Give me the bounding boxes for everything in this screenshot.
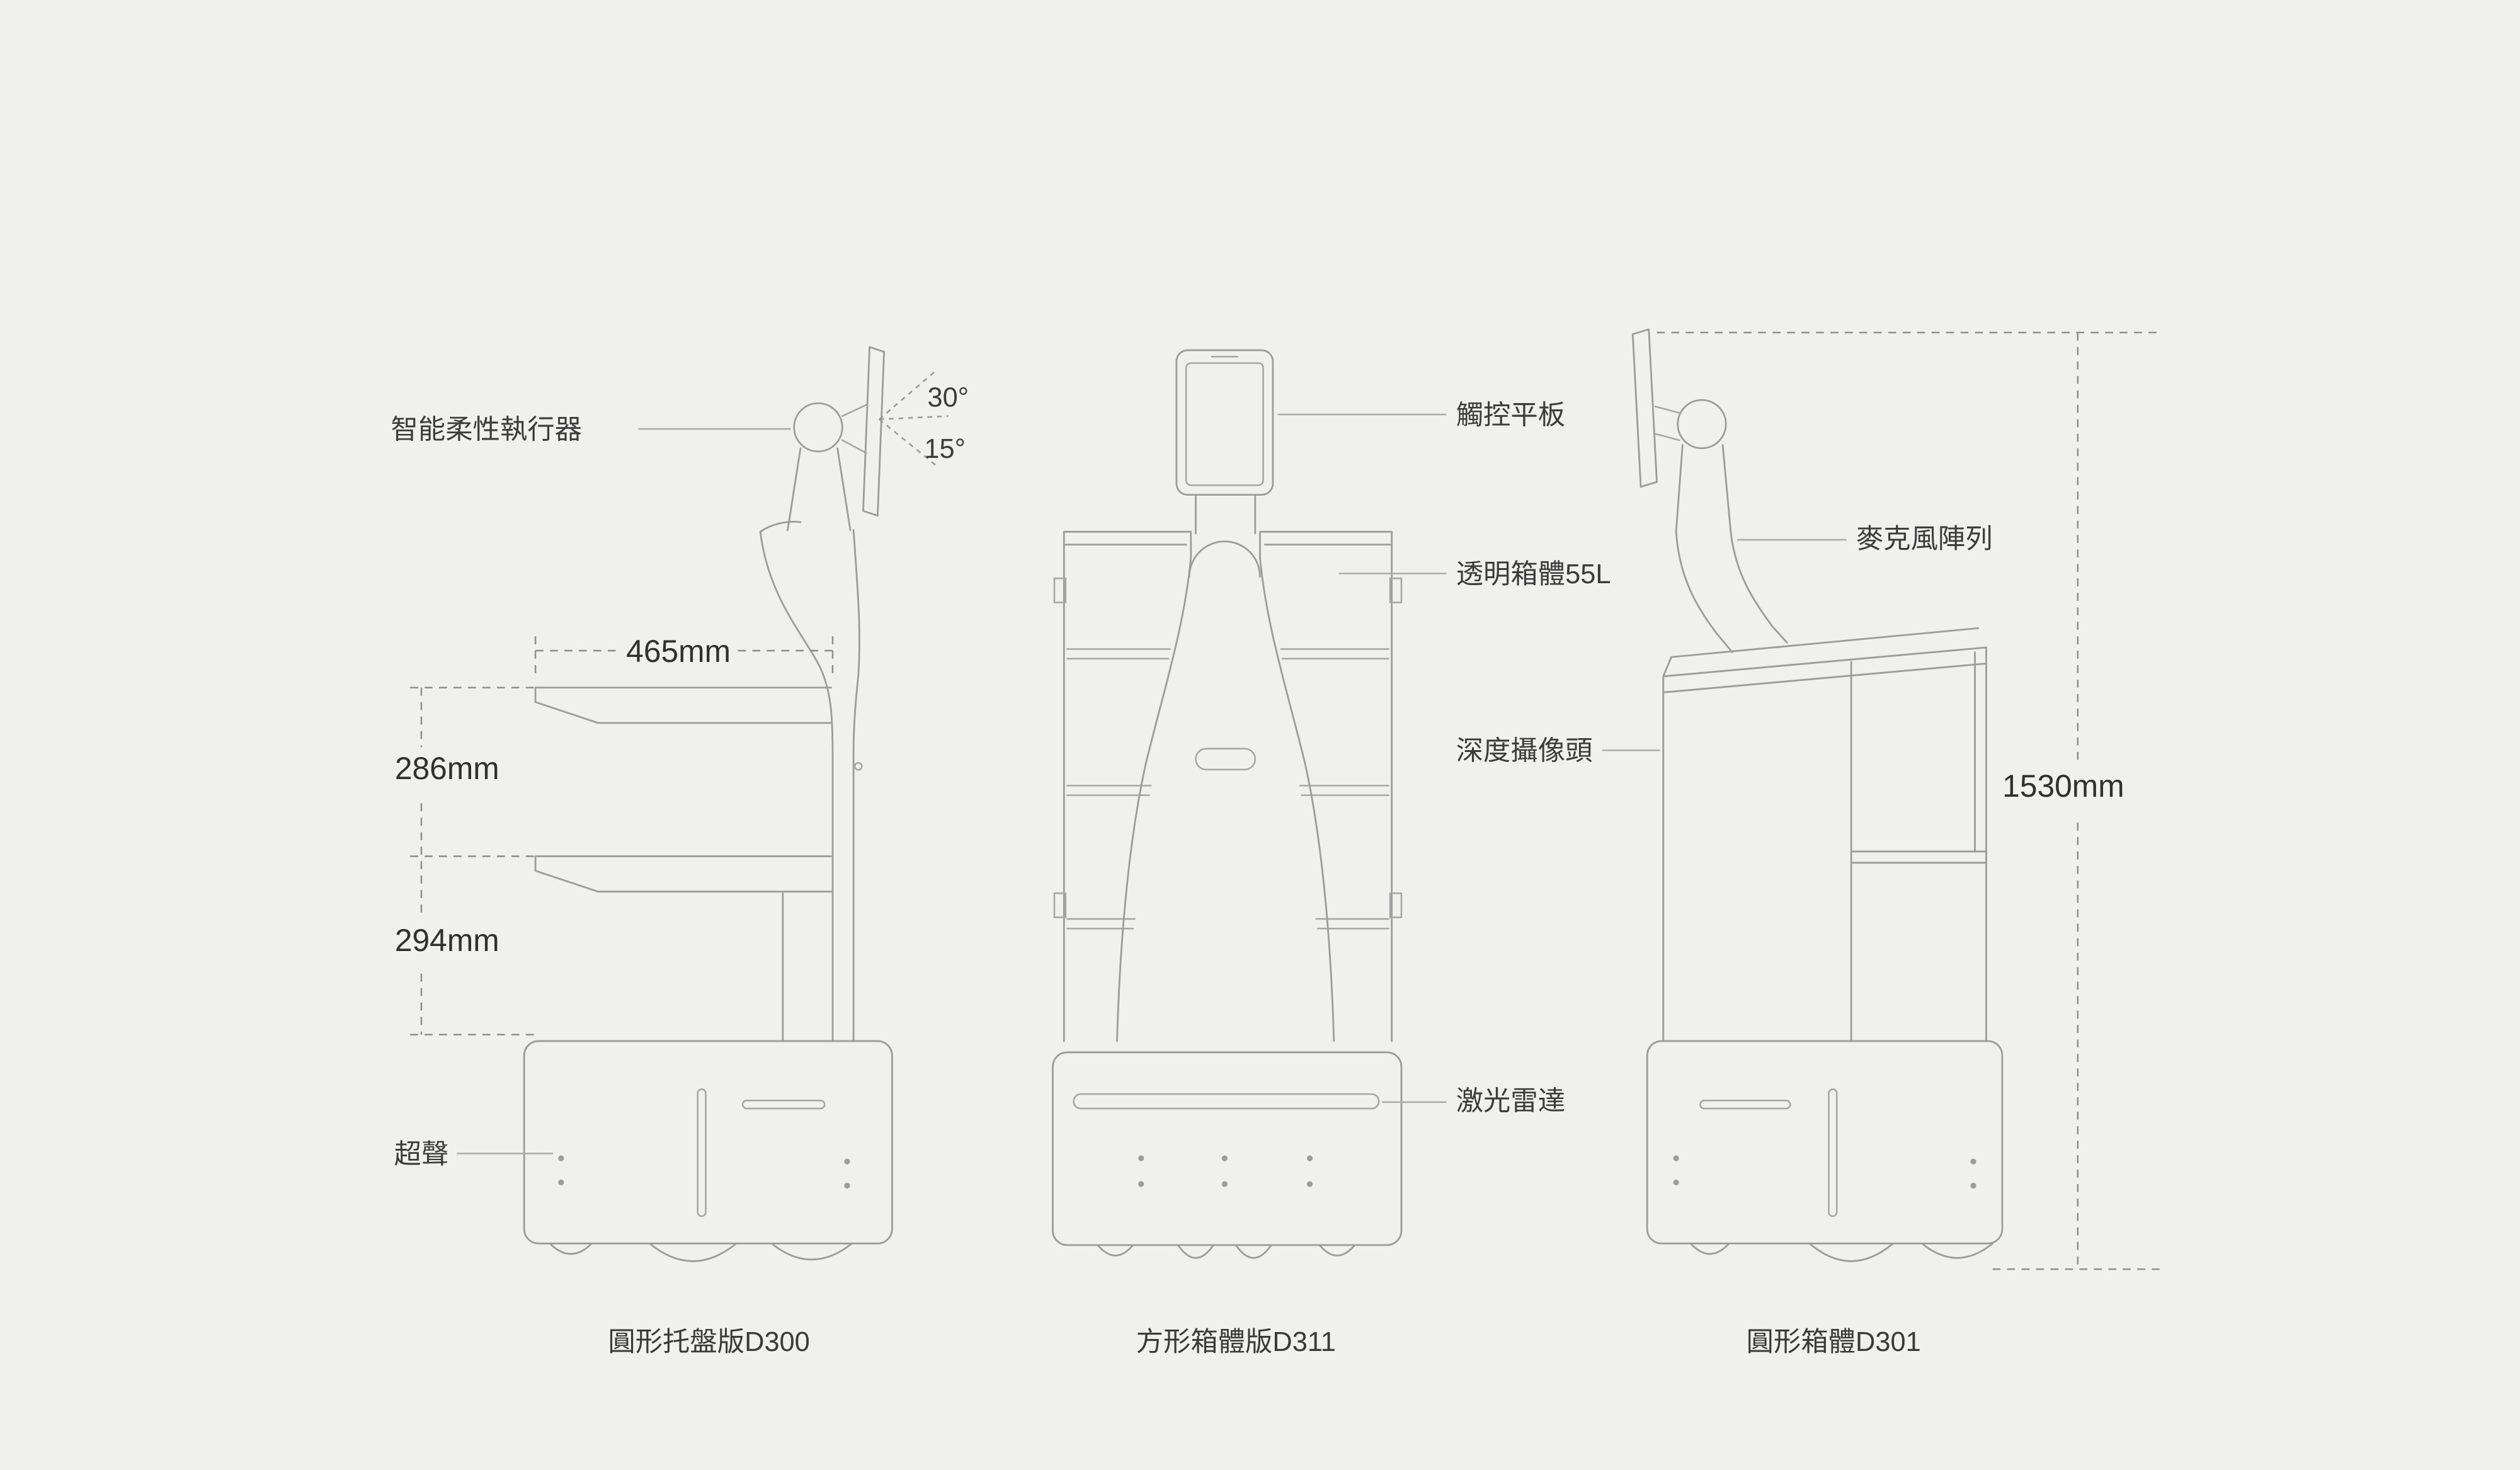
base-chassis bbox=[1646, 1040, 2004, 1245]
leader-lines bbox=[457, 413, 1847, 1154]
dim-height-label: 1530mm bbox=[2002, 768, 2124, 804]
robot-d300-drawing bbox=[523, 346, 893, 1262]
central-column bbox=[1116, 556, 1335, 1042]
neck bbox=[759, 447, 852, 533]
text-labels: 智能柔性執行器 30° 15° 465mm 286mm 294mm 超聲 觸控平… bbox=[391, 382, 2124, 1357]
shelves-right bbox=[1280, 648, 1389, 930]
column-handle bbox=[1195, 748, 1257, 771]
base-slot-vertical bbox=[697, 1088, 707, 1217]
robot-d301-drawing bbox=[1631, 328, 2004, 1262]
label-actuator: 智能柔性執行器 bbox=[391, 414, 583, 445]
back-support bbox=[759, 529, 860, 1042]
caption-d301: 圓形箱體D301 bbox=[1747, 1327, 1921, 1357]
label-mic-array: 麥克風陣列 bbox=[1856, 524, 1993, 554]
caption-d311: 方形箱體版D311 bbox=[1136, 1327, 1336, 1357]
label-angle-15: 15° bbox=[924, 434, 966, 464]
label-tablet: 觸控平板 bbox=[1456, 400, 1565, 430]
label-ultrasonic: 超聲 bbox=[394, 1139, 449, 1170]
actuator-joint bbox=[1677, 399, 1727, 450]
display-panel bbox=[1631, 328, 1658, 488]
base-chassis bbox=[523, 1040, 893, 1245]
dim-width-label: 465mm bbox=[626, 634, 731, 669]
ultrasonic-sensors bbox=[558, 1155, 850, 1189]
angle-rays bbox=[879, 370, 949, 469]
wheels bbox=[549, 1242, 853, 1262]
label-depth-camera: 深度攝像頭 bbox=[1456, 736, 1593, 766]
cabinet-top bbox=[1063, 530, 1393, 546]
dim-gap-upper-label: 286mm bbox=[395, 751, 499, 786]
display-link bbox=[841, 404, 867, 454]
base-slot-horizontal bbox=[1699, 1100, 1791, 1110]
cabinet-hinges bbox=[1053, 578, 1403, 918]
caption-d300: 圓形托盤版D300 bbox=[608, 1327, 809, 1357]
base-slot-vertical bbox=[1828, 1088, 1838, 1217]
dimension-lines bbox=[410, 331, 2162, 1270]
lidar-slot bbox=[1073, 1093, 1380, 1110]
cabinet-body bbox=[1662, 646, 1987, 1042]
back-support bbox=[1675, 530, 1788, 654]
robot-d311-drawing bbox=[1052, 349, 1403, 1259]
base-slot-horizontal bbox=[741, 1100, 826, 1110]
neck bbox=[1675, 444, 1732, 533]
cabinet-top-surface bbox=[1662, 627, 1987, 693]
wheels bbox=[1097, 1244, 1356, 1259]
label-angle-30: 30° bbox=[927, 382, 969, 413]
dim-gap-lower-label: 294mm bbox=[395, 923, 499, 958]
dim-tray-lines bbox=[410, 687, 536, 1036]
lower-tray bbox=[534, 855, 834, 893]
label-transparent-box: 透明箱體55L bbox=[1456, 559, 1611, 590]
ultrasonic-sensors bbox=[1138, 1155, 1313, 1187]
display-panel bbox=[862, 346, 886, 517]
label-lidar: 激光雷達 bbox=[1456, 1086, 1565, 1117]
shelves-left bbox=[1066, 648, 1171, 930]
cabinet-sides bbox=[1063, 530, 1393, 1042]
dim-width-line bbox=[534, 636, 834, 675]
tablet-screen bbox=[1185, 362, 1264, 486]
tablet-mount bbox=[1190, 494, 1261, 559]
upper-tray bbox=[534, 687, 832, 724]
dim-height-line bbox=[1656, 331, 2162, 1270]
ultrasonic-sensors bbox=[1673, 1155, 1976, 1189]
cabinet-divider-shelf bbox=[1850, 661, 1987, 1042]
pole-button bbox=[853, 761, 863, 771]
base-chassis bbox=[1052, 1051, 1403, 1246]
actuator-joint bbox=[793, 402, 843, 453]
wheels bbox=[1689, 1242, 1994, 1262]
display-link bbox=[1654, 406, 1680, 442]
tablet-outer bbox=[1175, 349, 1274, 496]
pan-tilt-joint bbox=[1188, 540, 1261, 578]
